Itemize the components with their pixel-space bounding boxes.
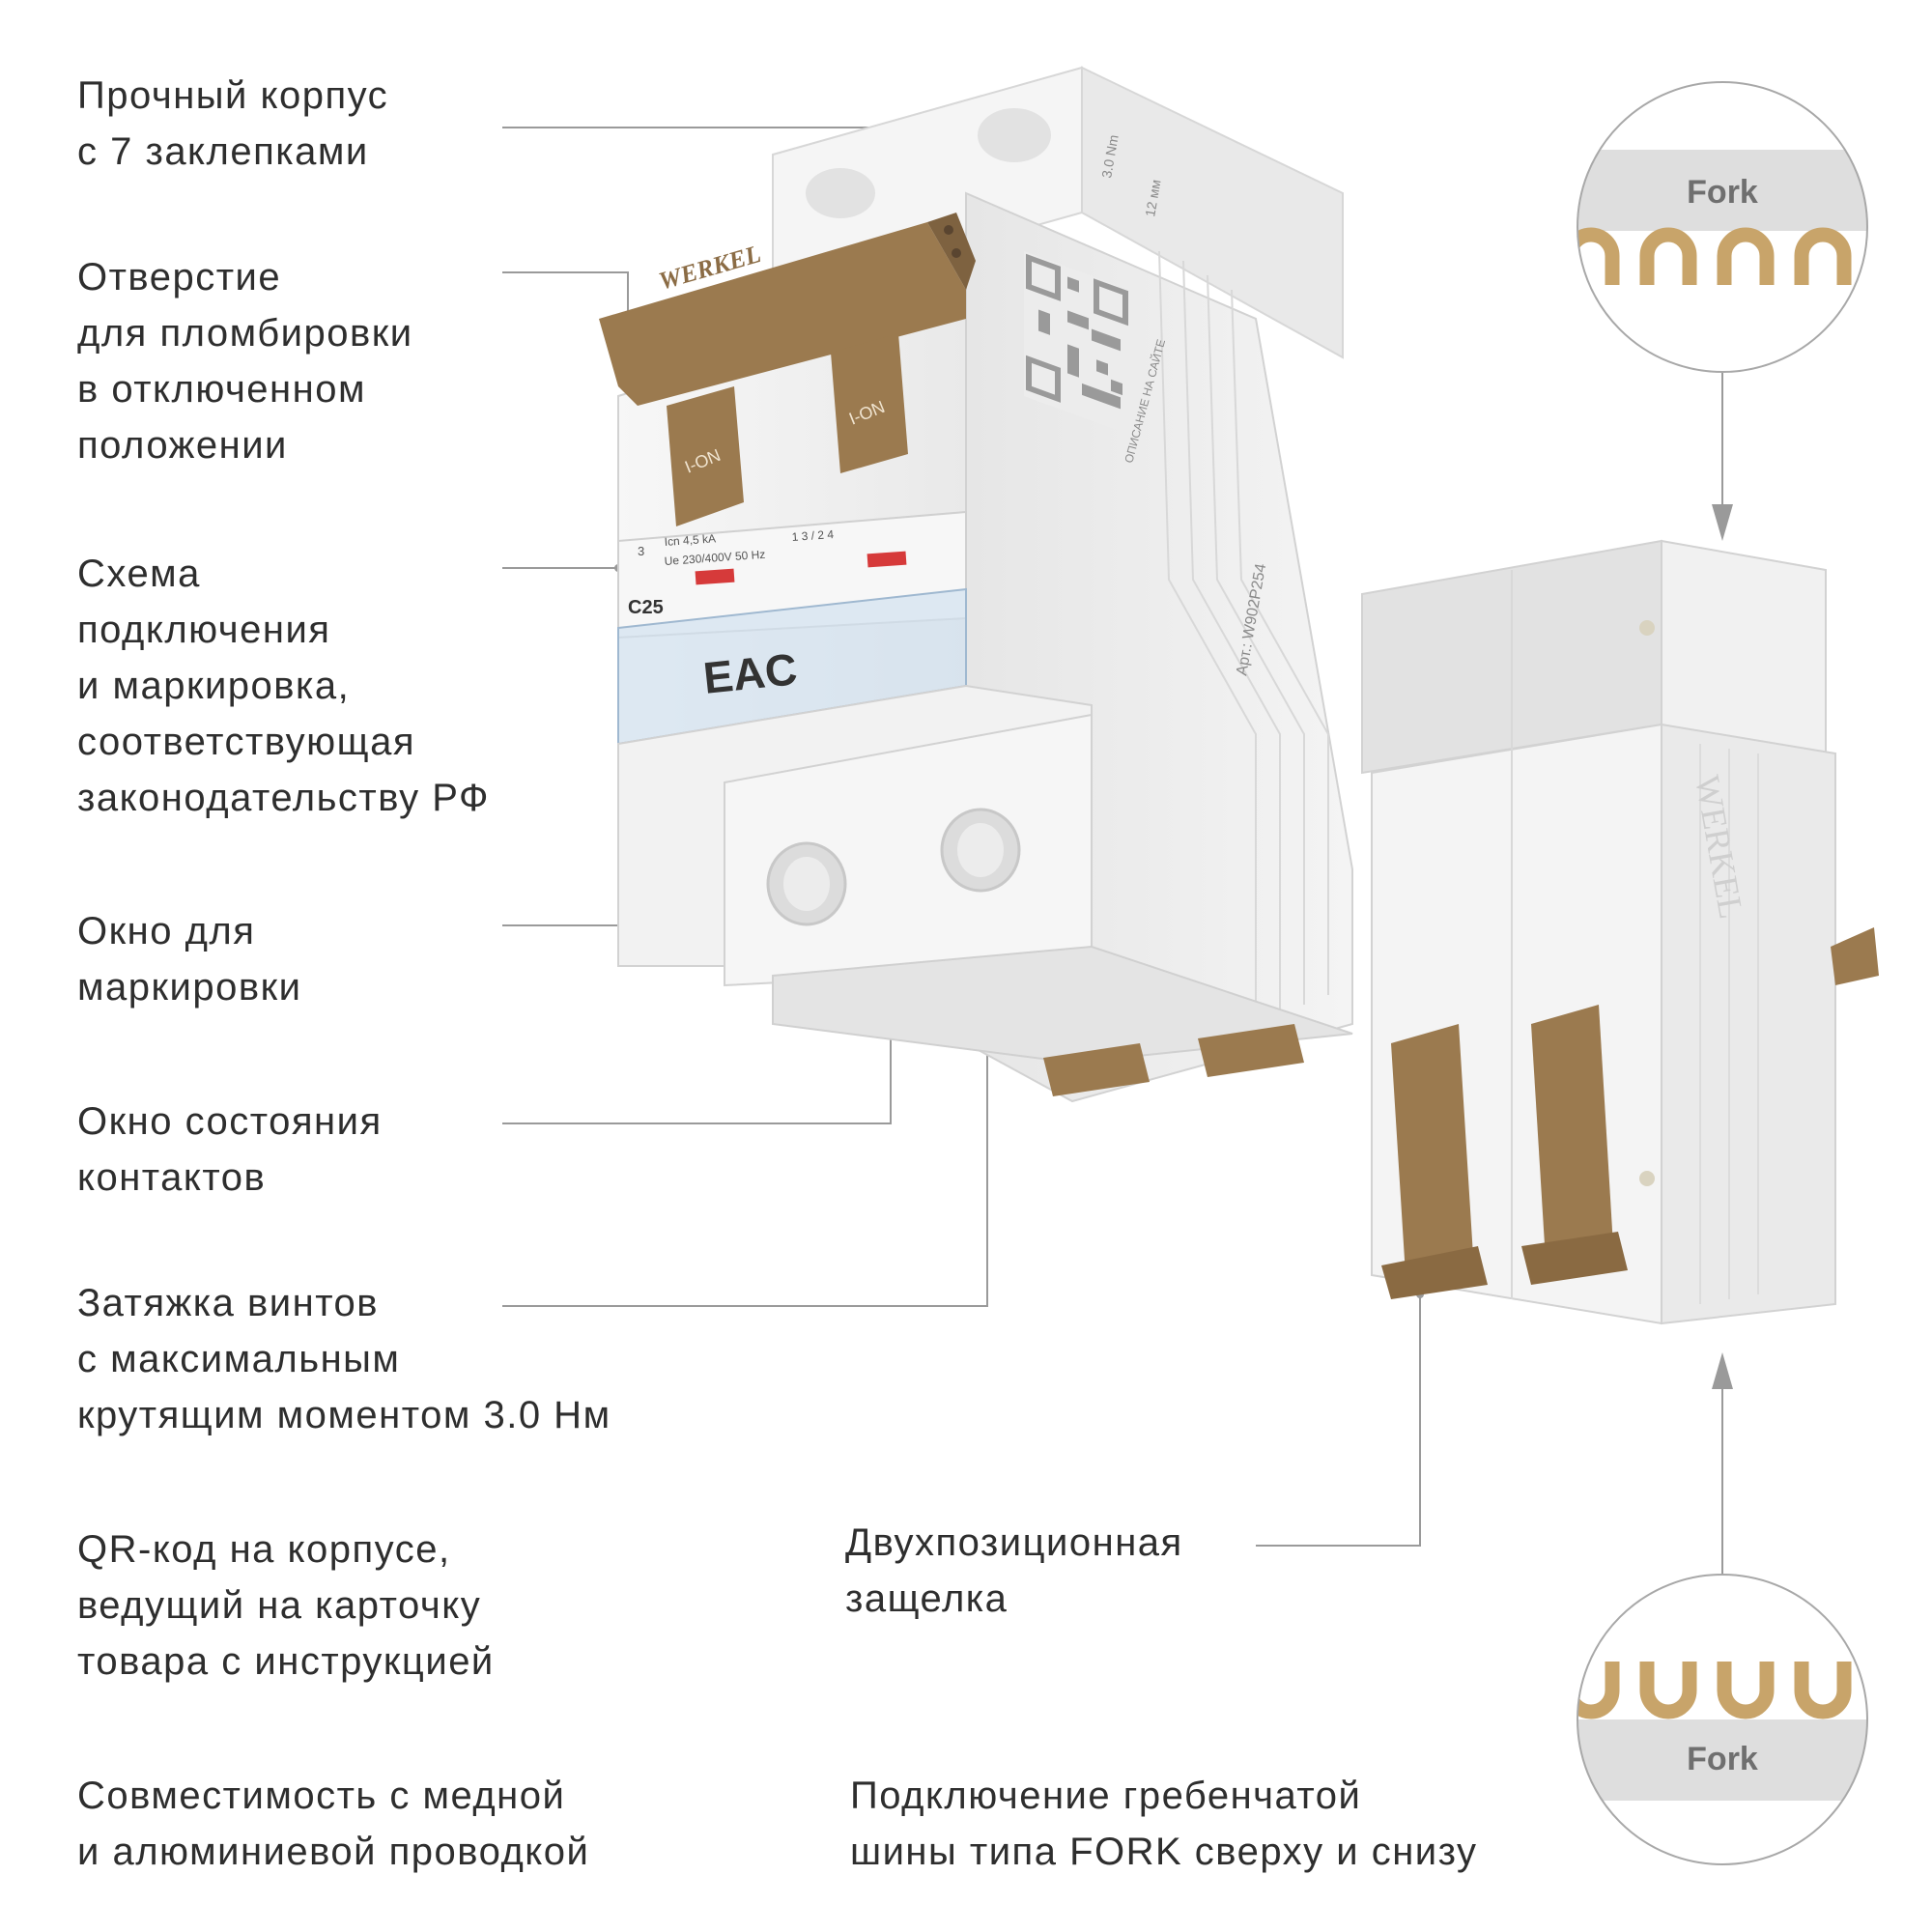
label-seal-hole: Отверстие для пломбировки в отключенном … (77, 256, 413, 467)
qr-code (1024, 251, 1130, 436)
pole-code: 3 (638, 544, 644, 558)
breaker-rear-view: WERKEL (1361, 539, 1879, 1325)
icn-text: Icn 4,5 kA (664, 531, 716, 549)
fork-top-band (1577, 150, 1867, 231)
operating-handle (599, 222, 966, 406)
seal-hole (944, 225, 953, 235)
label-latch: Двухпозиционная защелка (845, 1521, 1183, 1620)
label-contact-window: Окно состояния контактов (77, 1100, 383, 1199)
fork-inset-bottom: Fork (1577, 1574, 1868, 1865)
fork-bottom-band (1577, 1719, 1867, 1801)
label-scheme: Схема подключения и маркировка, соответс… (77, 553, 490, 819)
contact-window-right (867, 551, 907, 568)
arrow-top-head (1712, 504, 1733, 541)
rating-text: C25 (628, 597, 664, 618)
top-screw-hole (978, 108, 1051, 162)
label-body: Прочный корпус с 7 заклепками (77, 74, 389, 173)
handle-tongue-left (667, 386, 744, 526)
fork-inset-top: Fork (1577, 81, 1868, 373)
breaker-front-view: ОПИСАНИЕ НА САЙТЕ 3.0 Nm 12 мм Арт.: W90… (599, 66, 1353, 1103)
label-wiring: Совместимость с медной и алюминиевой про… (77, 1775, 590, 1873)
eac-mark: EAC (701, 643, 800, 703)
label-marking-window: Окно для маркировки (77, 910, 302, 1009)
arrow-bottom-head (1712, 1352, 1733, 1389)
leader-latch (1256, 1294, 1421, 1547)
label-qr: QR-код на корпусе, ведущий на карточку т… (77, 1528, 495, 1683)
terminal-scheme: 1 3 / 2 4 (791, 527, 835, 544)
fork-top-label: Fork (1687, 174, 1758, 211)
handle-tongue-right (831, 333, 908, 473)
rear-clip-right (1531, 1005, 1613, 1261)
label-torque: Затяжка винтов с максимальным крутящим м… (77, 1282, 611, 1436)
torque-mark: 3.0 Nm (1098, 133, 1122, 179)
strip-mark: 12 мм (1142, 179, 1163, 218)
contact-window-left (695, 568, 735, 585)
rear-clip-left (1391, 1024, 1473, 1275)
fork-top-teeth (1577, 227, 1852, 285)
fork-bottom-teeth (1577, 1662, 1852, 1719)
label-busbar: Подключение гребенчатой шины типа FORK с… (850, 1775, 1478, 1873)
fork-bottom-label: Fork (1687, 1741, 1758, 1777)
din-latch-left (1043, 1043, 1150, 1096)
din-latch-right (1198, 1024, 1304, 1077)
